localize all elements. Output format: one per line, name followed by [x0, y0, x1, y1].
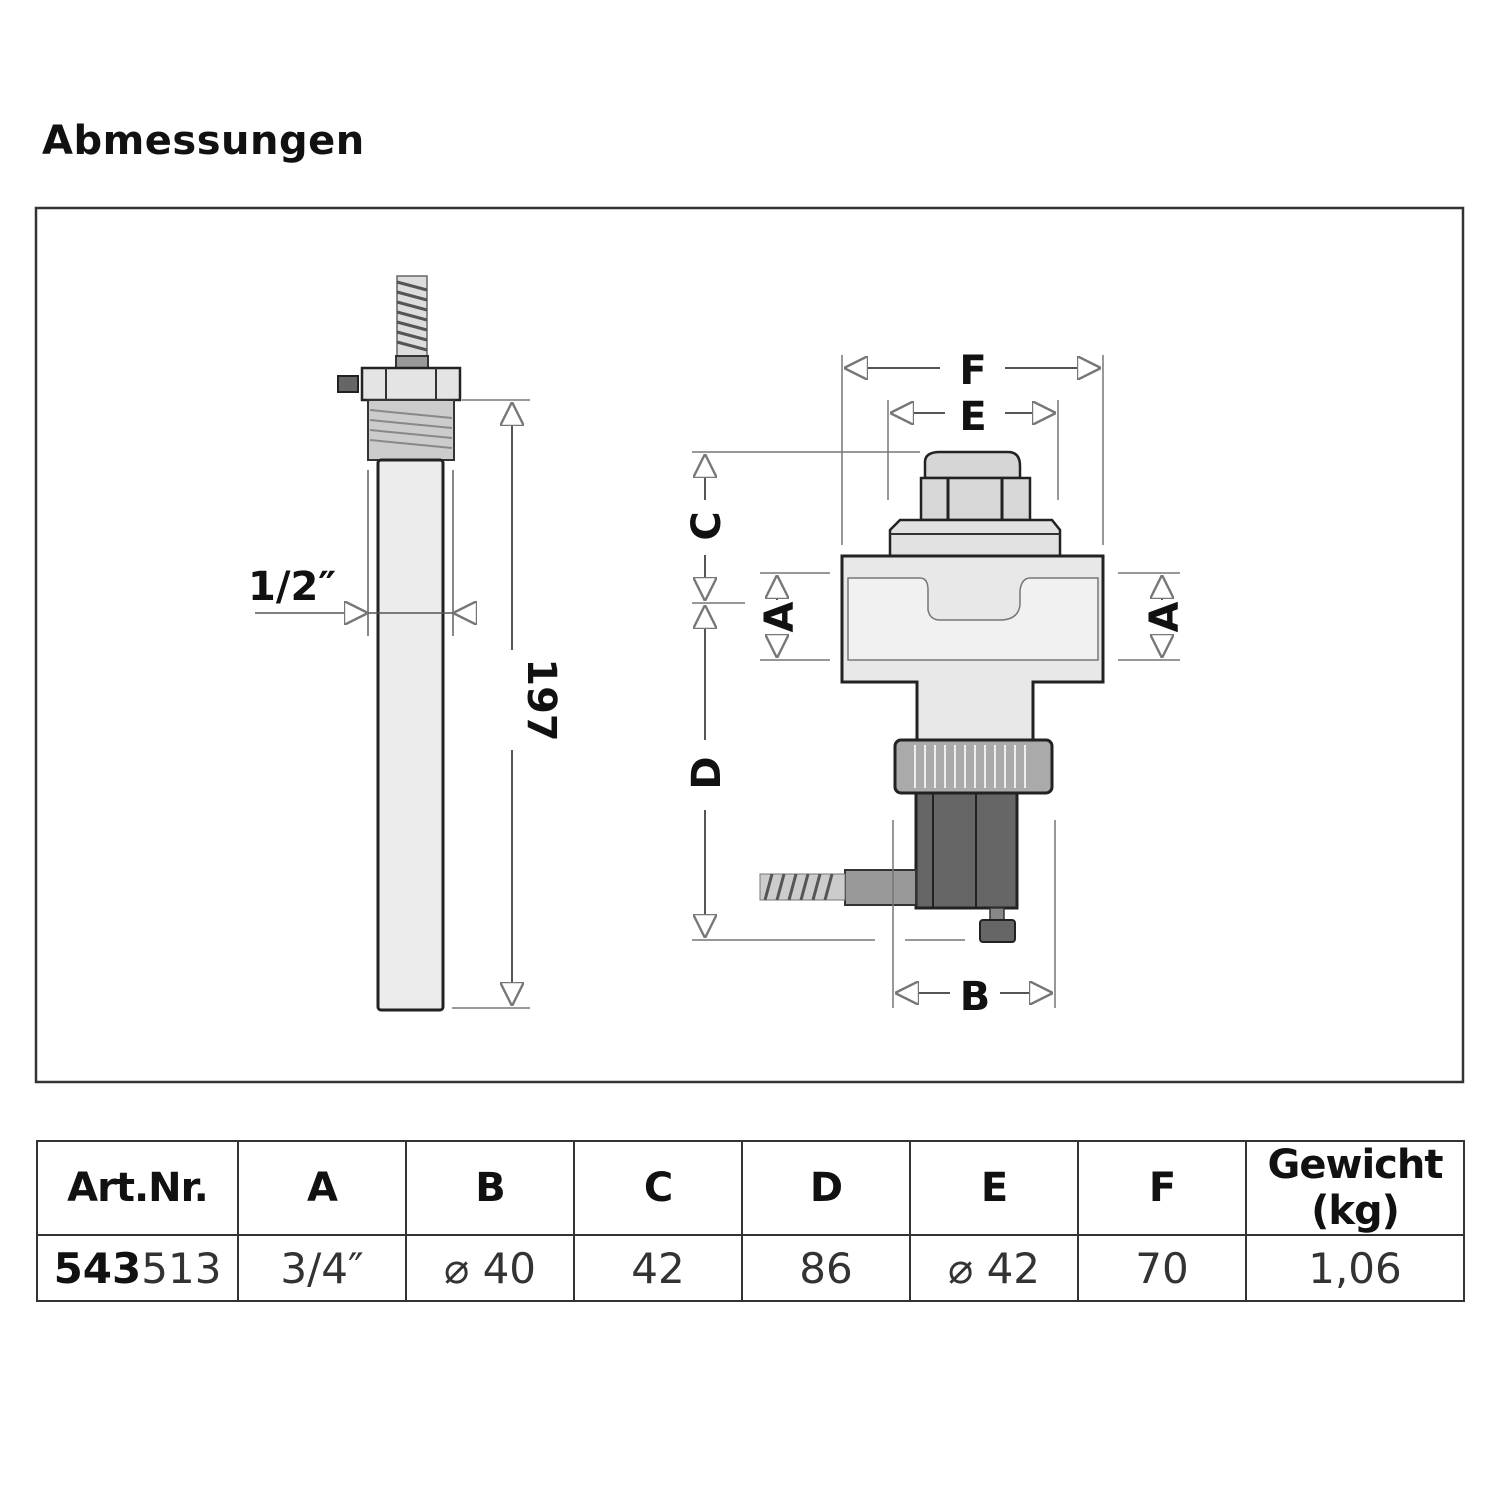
- thread-size-label: 1/2″: [248, 564, 336, 610]
- header-art-nr: Art.Nr.: [36, 1140, 239, 1236]
- hose-spring: [759, 873, 846, 901]
- cell-e: ⌀ 42: [909, 1234, 1079, 1302]
- lower-housing: [914, 791, 1019, 910]
- rod-spring: [396, 275, 428, 359]
- dim-label-c: C: [684, 511, 730, 540]
- header-d: D: [741, 1140, 911, 1236]
- cell-f: 70: [1077, 1234, 1247, 1302]
- rod-tube: [376, 458, 445, 1012]
- dim-label-a-left: A: [757, 601, 803, 632]
- set-screw: [337, 375, 359, 393]
- header-b: B: [405, 1140, 575, 1236]
- cell-c: 42: [573, 1234, 743, 1302]
- cell-b: ⌀ 40: [405, 1234, 575, 1302]
- rod-length-label: 197: [518, 658, 564, 742]
- hose-fitting: [844, 869, 917, 906]
- dim-label-a-right: A: [1142, 601, 1188, 632]
- page-title: Abmessungen: [42, 118, 365, 164]
- table-row: 543513 3/4″ ⌀ 40 42 86 ⌀ 42 70 1,06: [36, 1234, 1465, 1302]
- cell-a: 3/4″: [237, 1234, 407, 1302]
- anode-device: F E C D A A B: [684, 348, 1188, 1020]
- knurled-ring: [893, 738, 1054, 795]
- drain-screw: [979, 919, 1016, 943]
- hex-nut: [360, 366, 462, 402]
- cell-d: 86: [741, 1234, 911, 1302]
- table-header-row: Art.Nr. A B C D E F Gewicht (kg): [36, 1140, 1465, 1236]
- header-weight: Gewicht (kg): [1245, 1140, 1465, 1236]
- art-nr-suffix: 513: [141, 1243, 222, 1293]
- dim-label-f: F: [959, 348, 986, 394]
- dim-label-d: D: [684, 756, 730, 789]
- dimensions-table: Art.Nr. A B C D E F Gewicht (kg) 543513 …: [36, 1140, 1465, 1302]
- cell-art-nr: 543513: [36, 1234, 239, 1302]
- cell-weight: 1,06: [1245, 1234, 1465, 1302]
- thread: [367, 399, 455, 461]
- hex-nut: [919, 476, 1032, 522]
- dim-label-b: B: [960, 974, 991, 1020]
- dim-label-e: E: [959, 394, 986, 440]
- header-a: A: [237, 1140, 407, 1236]
- header-f: F: [1077, 1140, 1247, 1236]
- header-e: E: [909, 1140, 1079, 1236]
- header-c: C: [573, 1140, 743, 1236]
- anode-rod: 1/2″ 197: [248, 275, 564, 1012]
- cap: [923, 450, 1022, 480]
- art-nr-prefix: 543: [53, 1243, 142, 1293]
- drawing-frame: [34, 206, 1465, 1084]
